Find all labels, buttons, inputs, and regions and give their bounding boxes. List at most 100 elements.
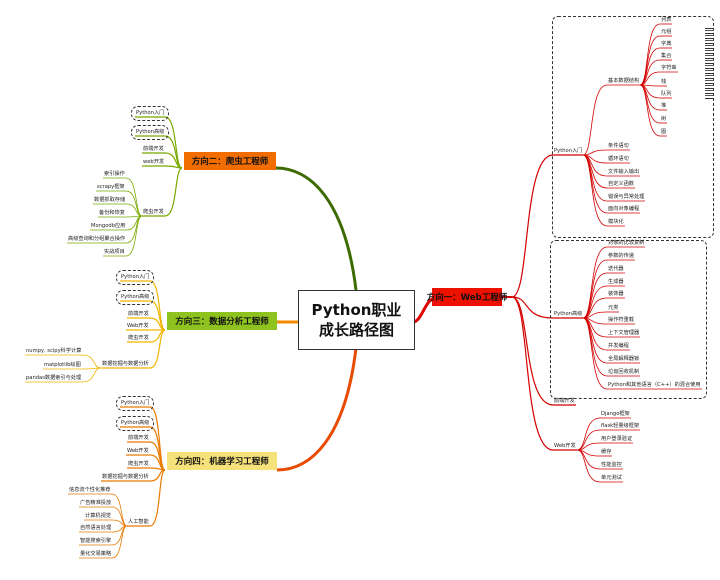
topic-node-branches-1-children-1[interactable]: Python高级 — [130, 124, 170, 140]
topic-node-branches-0-children-0-children-3[interactable]: 文件输入输出 — [608, 168, 640, 175]
connector-line — [164, 116, 183, 169]
topic-node-branches-0-children-3-children-1[interactable]: flask轻量级框架 — [601, 422, 640, 429]
topic-node-branches-1-children-4-children-5[interactable]: 高级查询和分组聚合操作 — [68, 235, 126, 242]
topic-node-branches-0-children-0-children-0-children-8[interactable]: 树 — [661, 115, 667, 122]
connector-line — [582, 317, 608, 390]
topic-node-branches-0-children-1-children-3[interactable]: 生成器 — [608, 278, 624, 285]
topic-node-branches-3-children-6-children-2[interactable]: 计算机视觉 — [85, 512, 111, 519]
topic-node-branches-2-children-0[interactable]: Python入门 — [115, 269, 155, 285]
topic-node-branches-1-children-3[interactable]: web开发 — [143, 158, 165, 165]
topic-node-branches-0-children-0-children-0-children-0[interactable]: 列表 — [661, 16, 672, 23]
topic-node-branches-0-children-1-children-5[interactable]: 元类 — [608, 304, 619, 311]
connector-line — [149, 329, 166, 369]
topic-node-branches-0-children-3-children-0[interactable]: Django框架 — [601, 410, 630, 417]
topic-node-branches-3-children-6-children-4[interactable]: 智能搜索引擎 — [80, 537, 112, 544]
topic-node-branches-0-children-0-children-0-children-7[interactable]: 堆 — [661, 102, 667, 109]
topic-node-branches-0-children-1-children-9[interactable]: 全局解释器锁 — [608, 355, 640, 362]
topic-node-branches-3-children-2[interactable]: 前端开发 — [128, 434, 149, 441]
topic-node-branches-0-children-1-children-0[interactable]: 对象的比较复制 — [608, 239, 645, 246]
topic-node-branches-0-children-0-children-0[interactable]: 基本数据结构 — [608, 77, 640, 84]
central-topic[interactable]: Python职业 成长路径图 — [298, 290, 415, 350]
topic-node-branches-1-children-4-children-2[interactable]: 数据抓取存储 — [94, 196, 126, 203]
topic-node-branches-0-children-0-children-0-children-4[interactable]: 字符串 — [661, 64, 677, 71]
topic-node-branches-3-children-6-children-1[interactable]: 广告精准投放 — [80, 499, 112, 506]
topic-node-branches-2-children-5-children-0[interactable]: numpy, scipy科学计算 — [26, 347, 82, 354]
topic-node-branches-0-children-0-children-0-children-9[interactable]: 图 — [661, 128, 667, 135]
topic-node-branches-0-children-0-children-0-children-5[interactable]: 栈 — [661, 78, 667, 85]
topic-node-branches-0-children-0-children-0-children-2[interactable]: 字典 — [661, 40, 672, 47]
topic-node-branches-3-children-6[interactable]: 人工智能 — [128, 518, 149, 525]
topic-node-branches-1-children-4-children-4[interactable]: Mongodb应用 — [91, 222, 126, 229]
topic-node-branches-0-children-1-children-11[interactable]: Python和其他语言（C++）的混合使用 — [608, 381, 701, 388]
connector-line — [511, 296, 554, 319]
topic-node-branches-2-children-5-children-1[interactable]: matplotlib绘图 — [44, 361, 81, 368]
topic-node-branches-0-children-0-children-2[interactable]: 循环语句 — [608, 155, 629, 162]
topic-node-branches-3-children-6-children-0[interactable]: 信息流个性化推荐 — [69, 486, 111, 493]
branch-spider-engineer[interactable]: 方向二：爬虫工程师 — [184, 152, 276, 170]
topic-node-branches-3-children-5[interactable]: 数据挖掘与数据分析 — [102, 473, 149, 480]
topic-node-branches-1-children-4[interactable]: 爬虫开发 — [143, 208, 164, 215]
topic-node-branches-0-children-3-children-2[interactable]: 用户登录验证 — [601, 435, 633, 442]
topic-node-branches-0-children-3[interactable]: Web开发 — [554, 442, 576, 449]
topic-node-branches-0-children-0-children-7[interactable]: 模块化 — [608, 218, 624, 225]
topic-node-branches-0-children-1[interactable]: Python高级 — [554, 310, 583, 317]
connector-line — [164, 167, 183, 217]
connector-line — [576, 417, 601, 451]
topic-node-branches-0-children-1-children-7[interactable]: 上下文管理器 — [608, 329, 640, 336]
topic-node-branches-0-children-1-children-4[interactable]: 装饰器 — [608, 290, 624, 297]
topic-node-branches-0-children-3-children-4[interactable]: 性能监控 — [601, 461, 622, 468]
connector-line — [582, 272, 608, 319]
topic-node-branches-0-children-1-children-10[interactable]: 垃圾回收机制 — [608, 368, 640, 375]
topic-node-branches-0-children-2[interactable]: 前端开发 — [554, 397, 575, 404]
topic-node-branches-0-children-0-children-0-children-1[interactable]: 元组 — [661, 28, 672, 35]
topic-node-branches-3-children-6-children-5[interactable]: 量化交易策略 — [80, 550, 112, 557]
topic-node-branches-2-children-2[interactable]: 前端开发 — [128, 310, 149, 317]
topic-node-branches-0-children-3-children-5[interactable]: 单元测试 — [601, 474, 622, 481]
branch-data-analyst[interactable]: 方向三：数据分析工程师 — [167, 312, 277, 330]
topic-node-branches-2-children-5[interactable]: 数据挖掘与数据分析 — [102, 360, 149, 367]
topic-node-branches-3-children-6-children-3[interactable]: 自然语言处理 — [80, 524, 112, 531]
topic-node-branches-0-children-0-children-1[interactable]: 条件语句 — [608, 142, 629, 149]
topic-node-branches-2-children-1[interactable]: Python高级 — [115, 289, 155, 305]
topic-node-branches-3-children-0[interactable]: Python入门 — [115, 395, 155, 411]
topic-node-branches-0-children-1-children-2[interactable]: 迭代器 — [608, 265, 624, 272]
topic-node-branches-0-children-0-children-6[interactable]: 面向对象编程 — [608, 205, 640, 212]
topic-node-branches-1-children-4-children-0[interactable]: 索引操作 — [104, 170, 125, 177]
topic-node-branches-0-children-3-children-3[interactable]: 缓存 — [601, 448, 612, 455]
topic-node-branches-2-children-5-children-2[interactable]: pandas数据索引与处理 — [26, 374, 82, 381]
topic-node-branches-0-children-0-children-4[interactable]: 自定义函数 — [608, 180, 634, 187]
connector-line — [639, 47, 661, 86]
topic-node-branches-0-children-0-children-0-children-6[interactable]: 队列 — [661, 90, 672, 97]
topic-node-branches-3-children-1[interactable]: Python高级 — [115, 415, 155, 431]
connector-line — [81, 367, 102, 383]
topic-node-branches-0-children-0-children-5[interactable]: 错误与异常处理 — [608, 193, 645, 200]
central-topic-line1: Python职业 — [311, 301, 402, 319]
topic-node-branches-1-children-2[interactable]: 前端开发 — [143, 145, 164, 152]
connector-line — [125, 190, 143, 217]
connector-line — [149, 280, 166, 331]
topic-node-branches-2-children-3[interactable]: Web开发 — [127, 322, 149, 329]
connector-line — [81, 354, 102, 369]
connector-line — [576, 429, 601, 451]
topic-node-branches-3-children-4[interactable]: 爬虫开发 — [128, 460, 149, 467]
connector-line — [576, 449, 601, 483]
topic-node-branches-1-children-0[interactable]: Python入门 — [130, 105, 170, 121]
topic-node-branches-0-children-0[interactable]: Python入门 — [554, 147, 583, 154]
topic-node-branches-3-children-3[interactable]: Web开发 — [127, 447, 149, 454]
connector-line — [149, 469, 166, 527]
connector-line — [582, 84, 608, 156]
branch-ml-engineer[interactable]: 方向四：机器学习工程师 — [167, 452, 277, 470]
topic-node-branches-0-children-1-children-1[interactable]: 参数的传递 — [608, 252, 634, 259]
branch-web-engineer[interactable]: 方向一：Web工程师 — [427, 288, 507, 306]
topic-node-branches-0-children-1-children-6[interactable]: 操作符重载 — [608, 316, 634, 323]
topic-node-branches-0-children-1-children-8[interactable]: 并发编程 — [608, 342, 629, 349]
topic-node-branches-1-children-4-children-6[interactable]: 实战项目 — [104, 248, 125, 255]
topic-node-branches-1-children-4-children-1[interactable]: scrapy框架 — [97, 183, 125, 190]
topic-node-branches-2-children-4[interactable]: 爬虫开发 — [128, 334, 149, 341]
barcode-decoration — [705, 28, 713, 100]
topic-node-branches-0-children-0-children-0-children-3[interactable]: 集合 — [661, 52, 672, 59]
topic-node-branches-1-children-4-children-3[interactable]: 备份和恢复 — [99, 209, 125, 216]
connector-line — [582, 154, 608, 227]
python-basics-group-frame — [552, 16, 714, 238]
